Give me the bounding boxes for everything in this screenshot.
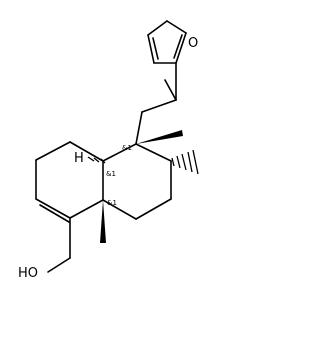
methyl-wedge-c9: [136, 130, 183, 144]
methyl-wedge-c10: [100, 200, 106, 243]
hydroxymethyl-group: [47, 217, 71, 273]
hydroxyl-label: HO: [18, 266, 38, 281]
stereo-label-c10: &1: [107, 199, 117, 207]
oxygen-label-bg: [187, 35, 201, 49]
methyl-hash-c8: [171, 149, 199, 175]
hydrogen-hash-bond: [87, 156, 106, 164]
decalin-upper-ring: [102, 143, 172, 220]
furan-ring: [147, 20, 187, 64]
molecule-structure: O H: [18, 20, 201, 281]
decalin-lower-ring: [35, 141, 104, 223]
hydrogen-label: H: [74, 151, 84, 166]
stereo-label-c5: &1: [106, 170, 116, 178]
ethyl-linker: [135, 79, 177, 145]
furan-oxygen-label: O: [188, 36, 198, 51]
stereo-label-c9: &1: [122, 144, 132, 152]
